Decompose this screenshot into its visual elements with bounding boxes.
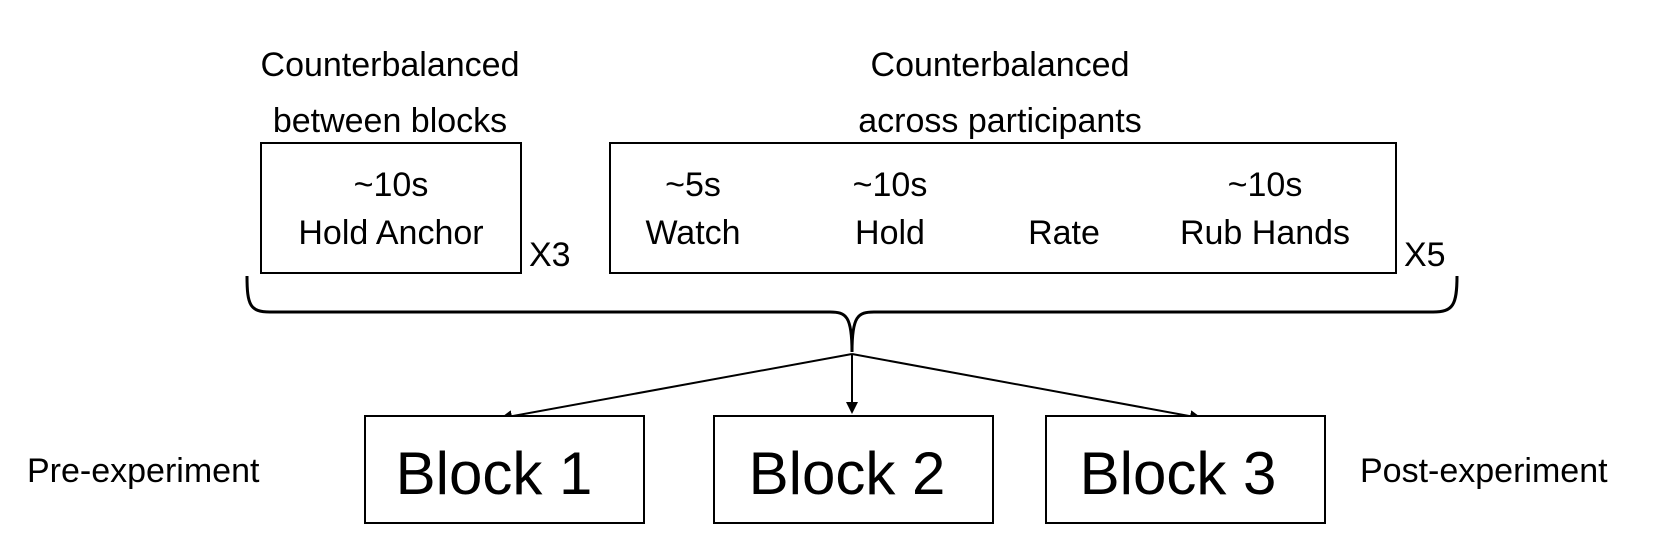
arrow-to-block-1 bbox=[500, 353, 853, 423]
arrow-to-block-3 bbox=[851, 353, 1202, 423]
block-1-box bbox=[364, 415, 645, 524]
hold-anchor-duration: ~10s bbox=[353, 166, 429, 204]
block-2-label: Block 2 bbox=[748, 440, 946, 507]
left-heading-line2: between blocks bbox=[272, 102, 508, 140]
step-hold-duration: ~10s bbox=[852, 166, 928, 204]
step-rate-label: Rate bbox=[1028, 214, 1100, 252]
step-rub-hands-duration: ~10s bbox=[1227, 166, 1303, 204]
step-watch-duration: ~5s bbox=[665, 166, 721, 204]
block-3-box bbox=[1045, 415, 1326, 524]
hold-anchor-label: Hold Anchor bbox=[298, 214, 484, 252]
pre-experiment-label: Pre-experiment bbox=[27, 452, 260, 490]
right-repeat-count: X5 bbox=[1404, 236, 1446, 274]
trial-sequence-box bbox=[609, 142, 1397, 274]
block-3-label: Block 3 bbox=[1079, 440, 1277, 507]
brace bbox=[245, 275, 1459, 353]
post-experiment-label: Post-experiment bbox=[1360, 452, 1608, 490]
block-2-box bbox=[713, 415, 994, 524]
step-rub-hands-label: Rub Hands bbox=[1179, 214, 1351, 252]
left-repeat-count: X3 bbox=[529, 236, 571, 274]
block-1-label: Block 1 bbox=[395, 440, 593, 507]
right-heading-line2: across participants bbox=[858, 102, 1142, 140]
right-heading-line1: Counterbalanced bbox=[870, 46, 1130, 84]
step-hold-label: Hold bbox=[855, 214, 925, 252]
step-watch-label: Watch bbox=[645, 214, 741, 252]
left-heading-line1: Counterbalanced bbox=[260, 46, 520, 84]
hold-anchor-box bbox=[260, 142, 522, 274]
